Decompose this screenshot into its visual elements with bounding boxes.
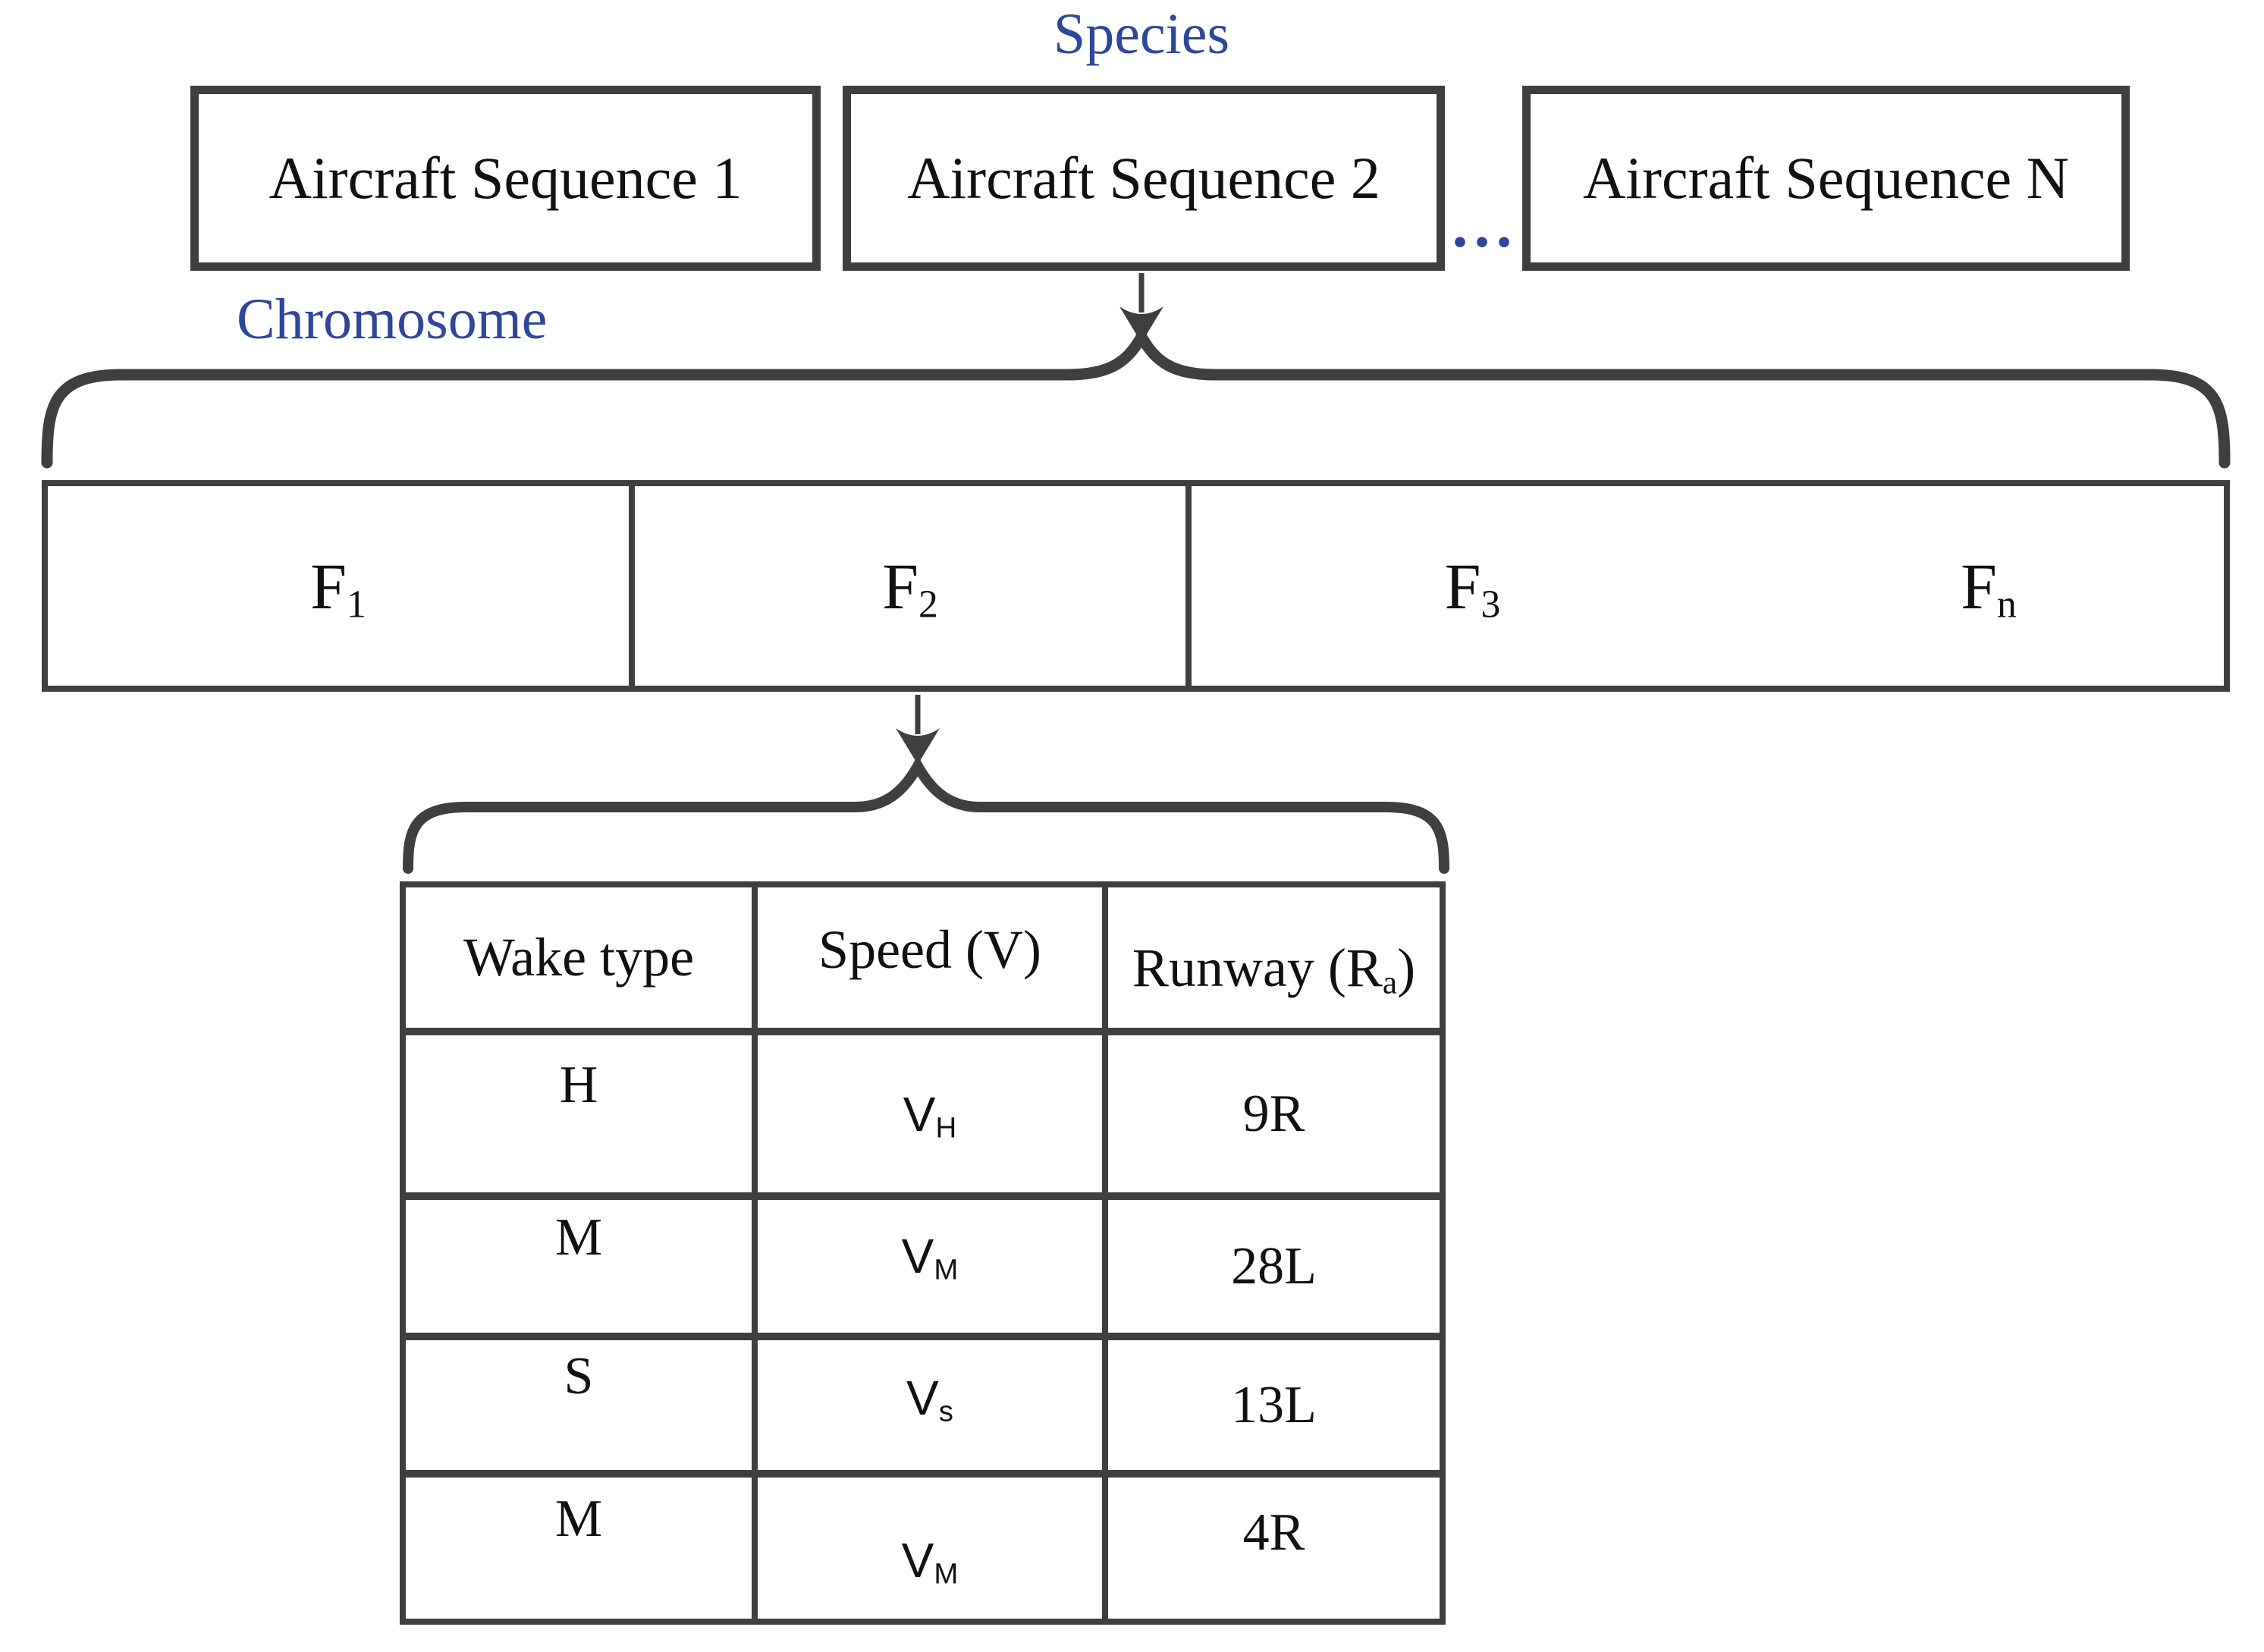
header-speed: Speed (V)	[758, 887, 1108, 1035]
f2-arrowhead-icon	[896, 728, 940, 765]
table-cell-runway-3: 13L	[1108, 1340, 1440, 1478]
f2-label: F2	[882, 549, 938, 626]
gene-brace-icon	[403, 755, 1449, 874]
chromosome-label: Chromosome	[237, 287, 548, 351]
table-cell-speed-4: VM	[758, 1478, 1108, 1619]
table-cell-runway-1: 9R	[1108, 1035, 1440, 1200]
table-cell-wake-1: H	[406, 1035, 758, 1200]
table-cell-wake-4: M	[406, 1478, 758, 1619]
header-runway: Runway (Ra)	[1108, 887, 1440, 1035]
table-cell-wake-2: M	[406, 1200, 758, 1340]
table-cell-wake-3: S	[406, 1340, 758, 1478]
aircraft-sequence-2-box: Aircraft Sequence 2	[843, 86, 1445, 271]
aircraft-sequence-2-label: Aircraft Sequence 2	[907, 145, 1380, 211]
chromosome-strip: F1 F2 F3 Fn	[42, 480, 2230, 692]
chromosome-brace-icon	[41, 325, 2231, 469]
aircraft-sequence-1-box: Aircraft Sequence 1	[190, 86, 821, 271]
aircraft-sequence-1-label: Aircraft Sequence 1	[268, 145, 743, 211]
species-ellipsis: ...	[1452, 190, 1518, 261]
gene-table: Wake type Speed (V) Runway (Ra) H VH 9R …	[400, 881, 1446, 1625]
aircraft-sequence-n-box: Aircraft Sequence N	[1522, 86, 2130, 271]
species-label: Species	[1053, 2, 1230, 66]
sequence2-arrowhead-icon	[1119, 306, 1163, 343]
table-cell-speed-1: VH	[758, 1035, 1108, 1200]
gene-segment-f1: F1	[48, 486, 635, 686]
table-cell-runway-2: 28L	[1108, 1200, 1440, 1340]
header-wake-type: Wake type	[406, 887, 758, 1035]
table-cell-runway-4: 4R	[1242, 1503, 1305, 1562]
gene-segment-fn: Fn	[1754, 486, 2224, 686]
table-cell-speed-2: VM	[758, 1200, 1108, 1340]
fn-label: Fn	[1961, 549, 2017, 626]
table-cell-speed-3: Vs	[758, 1340, 1108, 1478]
f1-label: F1	[310, 549, 366, 626]
gene-segment-f3: F3	[1192, 486, 1754, 686]
f3-label: F3	[1444, 549, 1501, 626]
aircraft-sequence-n-label: Aircraft Sequence N	[1582, 145, 2070, 211]
gene-segment-f2: F2	[635, 486, 1192, 686]
